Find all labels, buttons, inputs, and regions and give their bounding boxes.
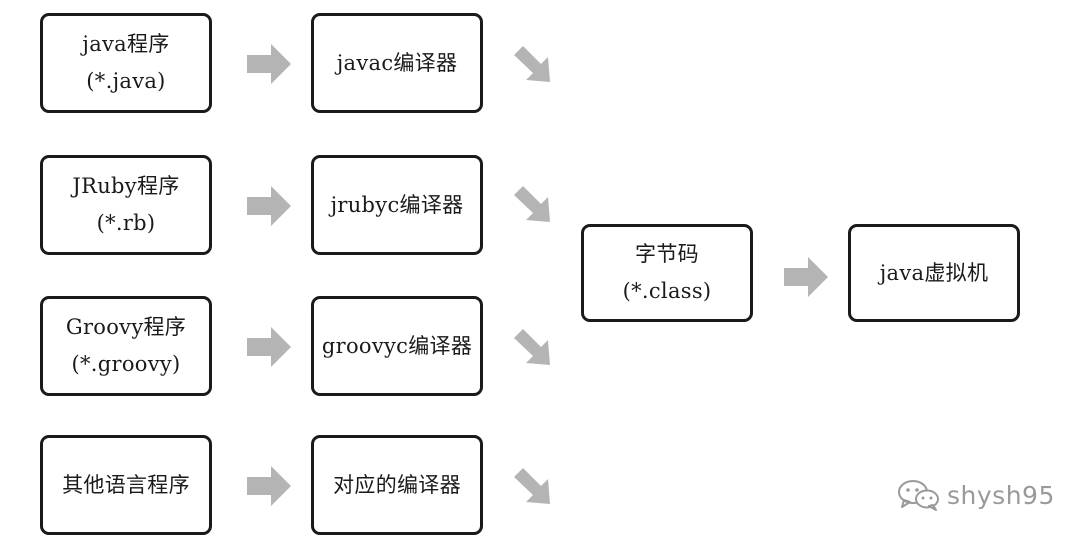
source-name: Groovy程序 <box>65 315 187 340</box>
source-name: 其他语言程序 <box>62 472 190 497</box>
source-box-other: 其他语言程序 <box>40 435 212 535</box>
diagonal-arrow-icon <box>514 329 550 365</box>
bytecode-name: 字节码 <box>635 242 699 267</box>
watermark-text: shysh95 <box>947 480 1055 510</box>
diagonal-arrow-icon <box>514 468 550 504</box>
bytecode-box: 字节码 (*.class) <box>581 224 753 322</box>
right-arrow-icon <box>247 327 291 367</box>
right-arrow-icon <box>247 466 291 506</box>
compiler-name: groovyc编译器 <box>321 333 473 358</box>
compiler-box-other: 对应的编译器 <box>311 435 483 535</box>
compiler-box-javac: javac编译器 <box>311 13 483 113</box>
right-arrow-icon <box>247 44 291 84</box>
source-name: java程序 <box>82 32 170 57</box>
source-extension: (*.rb) <box>96 211 156 235</box>
source-name: JRuby程序 <box>72 174 180 199</box>
source-box-jruby: JRuby程序 (*.rb) <box>40 155 212 255</box>
source-box-groovy: Groovy程序 (*.groovy) <box>40 296 212 396</box>
jvm-name: java虚拟机 <box>879 260 989 285</box>
compiler-box-jrubyc: jrubyc编译器 <box>311 155 483 255</box>
compiler-name: javac编译器 <box>336 50 458 75</box>
right-arrow-icon <box>247 186 291 226</box>
watermark: shysh95 <box>897 478 1055 512</box>
source-extension: (*.groovy) <box>71 352 181 376</box>
diagonal-arrow-icon <box>514 46 550 82</box>
compiler-box-groovyc: groovyc编译器 <box>311 296 483 396</box>
right-arrow-icon <box>784 257 828 297</box>
wechat-icon <box>898 480 939 511</box>
source-box-java: java程序 (*.java) <box>40 13 212 113</box>
jvm-box: java虚拟机 <box>848 224 1020 322</box>
compiler-name: jrubyc编译器 <box>330 192 464 217</box>
bytecode-extension: (*.class) <box>622 279 712 303</box>
compiler-name: 对应的编译器 <box>333 472 461 497</box>
diagonal-arrow-icon <box>514 186 550 222</box>
source-extension: (*.java) <box>86 69 166 93</box>
